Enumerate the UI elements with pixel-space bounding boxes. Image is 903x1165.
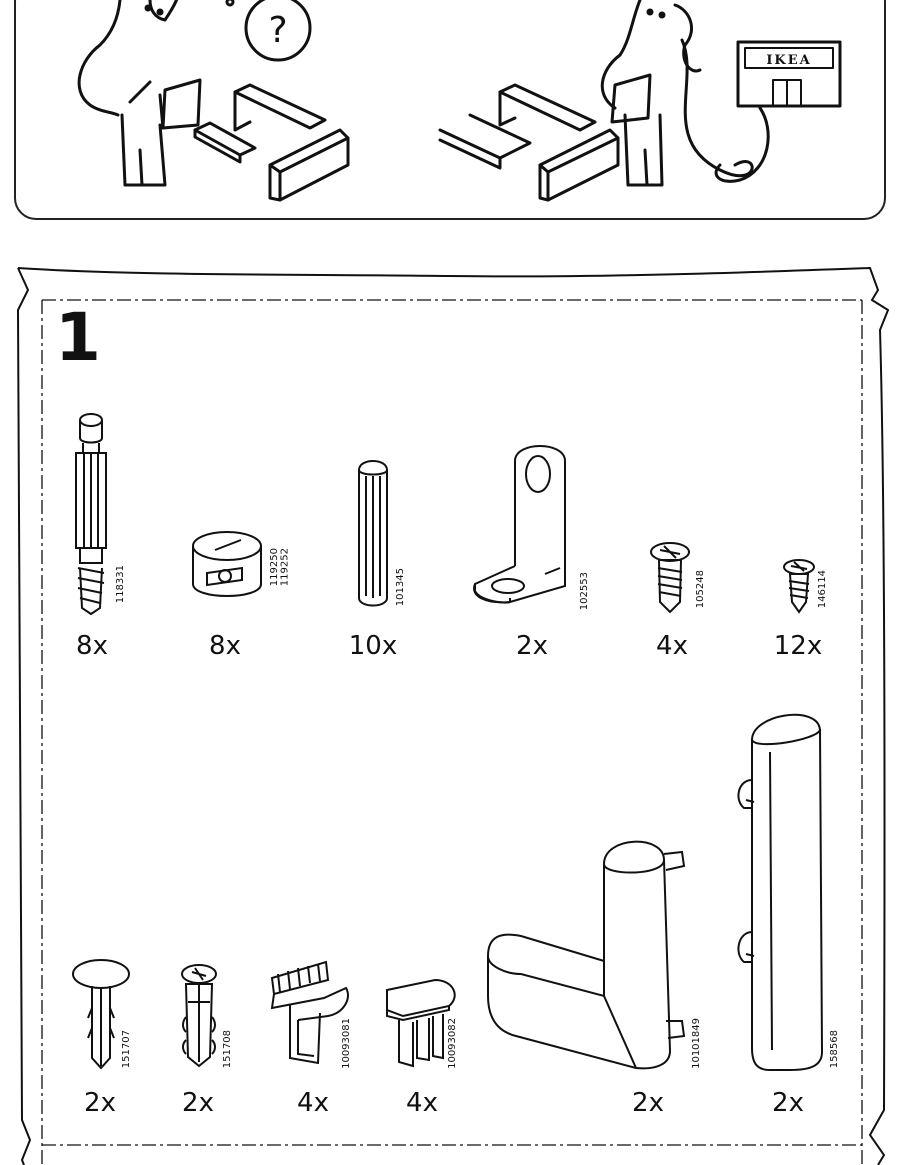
shelf-pin-icon <box>72 959 130 1070</box>
ikea-store-icon <box>736 40 842 108</box>
quantity-label: 2x <box>516 631 548 661</box>
part-number: 101345 <box>395 568 406 607</box>
cam-lock-icon <box>192 531 262 597</box>
quantity-label: 4x <box>297 1088 329 1118</box>
quantity-label: 2x <box>772 1088 804 1118</box>
step-number: 1 <box>55 299 101 376</box>
bar-handle-icon <box>737 713 824 1071</box>
part-number: 151707 <box>121 1030 132 1069</box>
ikea-sign-text: IKEA <box>766 53 811 68</box>
board-pieces-icon <box>193 83 350 202</box>
part-number: 146114 <box>817 570 828 609</box>
quantity-label: 12x <box>773 631 823 661</box>
part-number-line: 119252 <box>279 548 291 587</box>
quantity-label: 2x <box>84 1088 116 1118</box>
end-cap-icon <box>386 978 456 1068</box>
part-number: 119250 119252 <box>269 548 291 587</box>
help-panel <box>14 0 886 220</box>
quantity-label: 8x <box>209 631 241 661</box>
cam-bolt-icon <box>75 413 107 616</box>
calling-person-icon <box>600 0 770 187</box>
quantity-label: 8x <box>76 631 108 661</box>
confused-person-icon <box>77 0 202 187</box>
part-number: 10101849 <box>691 1018 702 1069</box>
small-screw-icon <box>783 559 815 614</box>
part-number: 151708 <box>222 1030 233 1069</box>
part-number: 118331 <box>115 565 126 604</box>
clip-connector-icon <box>270 960 349 1065</box>
part-number: 102553 <box>579 572 590 611</box>
part-number: 158568 <box>829 1030 840 1069</box>
angle-bracket-icon <box>473 445 566 604</box>
part-number-line: 119250 <box>269 548 280 587</box>
board-pieces-right-icon <box>438 83 620 202</box>
quantity-label: 10x <box>348 631 398 661</box>
quantity-label: 4x <box>656 631 688 661</box>
quantity-label: 2x <box>632 1088 664 1118</box>
question-mark: ? <box>268 10 287 51</box>
large-screw-icon <box>650 542 690 614</box>
part-number: 10093082 <box>447 1018 458 1069</box>
wooden-dowel-icon <box>358 460 388 607</box>
quantity-label: 4x <box>406 1088 438 1118</box>
quantity-label: 2x <box>182 1088 214 1118</box>
part-number: 105248 <box>695 570 706 609</box>
help-illustration: ? IKEA <box>77 0 842 202</box>
corner-handle-icon <box>487 840 686 1070</box>
question-bubble-icon <box>225 0 312 62</box>
part-number: 10093081 <box>341 1018 352 1069</box>
wall-plug-icon <box>181 964 217 1068</box>
